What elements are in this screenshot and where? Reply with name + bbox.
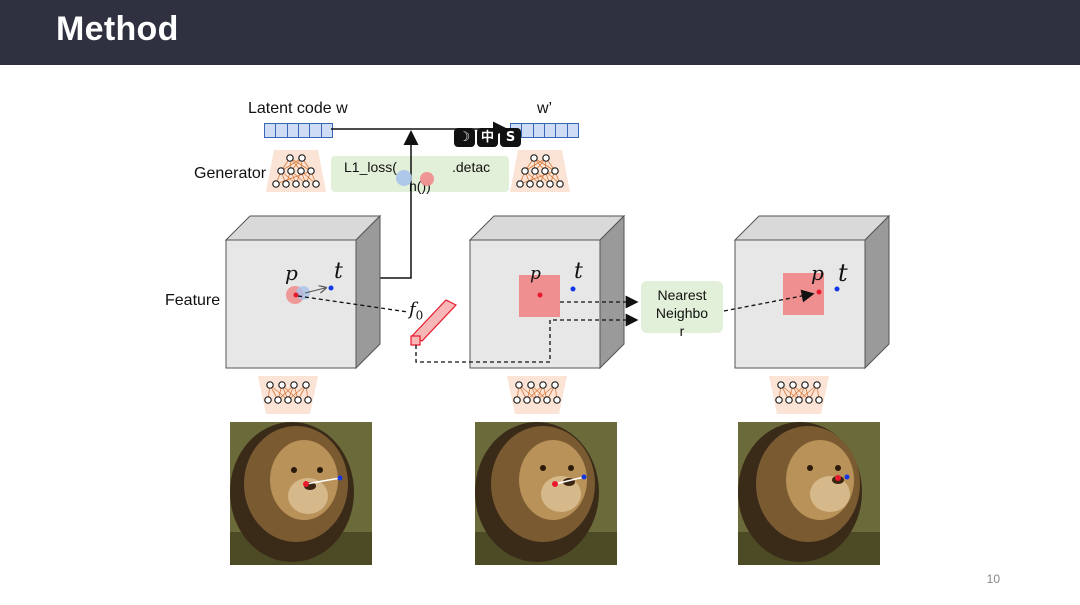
f0-to-nn-arrow [415,313,639,363]
network-below-cube-2 [506,375,568,415]
loss-text-left: L1_loss( [344,159,397,175]
page-number: 10 [986,572,1000,586]
handle-point-1 [293,292,299,298]
network-below-cube-1 [257,375,319,415]
nn-to-update-arrow [723,289,815,312]
feature-cube-3 [733,214,891,370]
lion-photo-1 [230,422,372,565]
lion-photo-3 [738,422,880,565]
slide-title: Method [56,10,179,48]
loss-blue-marker [396,170,412,186]
loss-red-marker [420,172,434,186]
feature-label: Feature [165,292,221,309]
motion-arrow-1 [304,288,325,294]
handle-point-3 [816,289,822,295]
p-label-1: p [285,261,298,285]
target-point-2 [570,286,576,292]
network-below-cube-3 [768,375,830,415]
t-label-2: t [574,259,583,284]
latent-code-w-bar [264,123,333,138]
moon-icon[interactable]: ☽ [454,128,475,147]
lion-photo-2 [475,422,617,565]
l1-loss-box: L1_loss( .detac n()) [331,156,509,194]
p-label-2: p [530,264,541,284]
loss-text-right: .detac [452,159,491,175]
gradient-arrow [380,130,419,279]
handle-point-2 [537,292,543,298]
w-prime-label: w’ [537,100,553,117]
generator-network-1 [265,149,327,193]
t-label-3: t [838,259,848,287]
title-bar: Method [0,0,1080,65]
target-point-1 [328,285,334,291]
f0-label: f0 [409,299,424,323]
feature-cube-2 [468,214,626,370]
overlay-icon-row: ☽ 中 S [454,128,521,147]
feature-cube-1 [224,214,382,370]
target-point-3 [834,286,840,292]
nearest-neighbor-label: Nearest Neighbo r [655,287,709,339]
generator-network-2 [509,149,571,193]
p-label-3: p [811,261,824,285]
latent-code-label: Latent code w [248,100,348,117]
f0-dashed-line [297,295,409,313]
generator-label: Generator [194,165,267,182]
nearest-neighbor-box: Nearest Neighbo r [641,281,723,339]
t-label-1: t [334,259,343,284]
chinese-char-icon[interactable]: 中 [477,128,498,147]
